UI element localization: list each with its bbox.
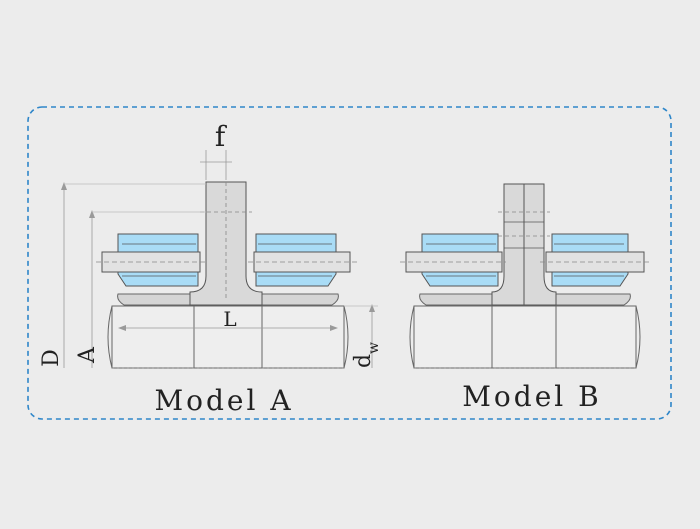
dimension-a: A	[75, 210, 206, 368]
bearing-right-b	[540, 233, 650, 287]
dimension-a-label: A	[75, 346, 100, 364]
model-a-caption: Model A	[154, 384, 293, 417]
dimension-f-label: f	[215, 120, 228, 153]
shaft-b	[409, 305, 641, 369]
shaft-a	[107, 305, 349, 369]
dimension-l: L	[118, 307, 338, 331]
dashed-frame	[27, 106, 672, 420]
model-a-assembly	[96, 181, 358, 369]
dimension-d-label: D	[39, 349, 64, 367]
model-b-caption: Model B	[462, 380, 601, 413]
bearing-left-b	[400, 233, 506, 287]
t-spacer-a	[189, 181, 263, 306]
dimension-l-label: L	[223, 307, 236, 331]
dimension-dw: d w	[344, 304, 382, 368]
model-b-assembly	[400, 183, 650, 369]
dimension-dw-subscript: w	[366, 342, 382, 354]
dimension-f: f	[200, 120, 232, 180]
dimension-dw-label: d	[351, 354, 376, 368]
dimension-d: D	[39, 182, 206, 368]
bearing-left-a	[96, 233, 206, 287]
bearing-right-a	[248, 233, 358, 287]
